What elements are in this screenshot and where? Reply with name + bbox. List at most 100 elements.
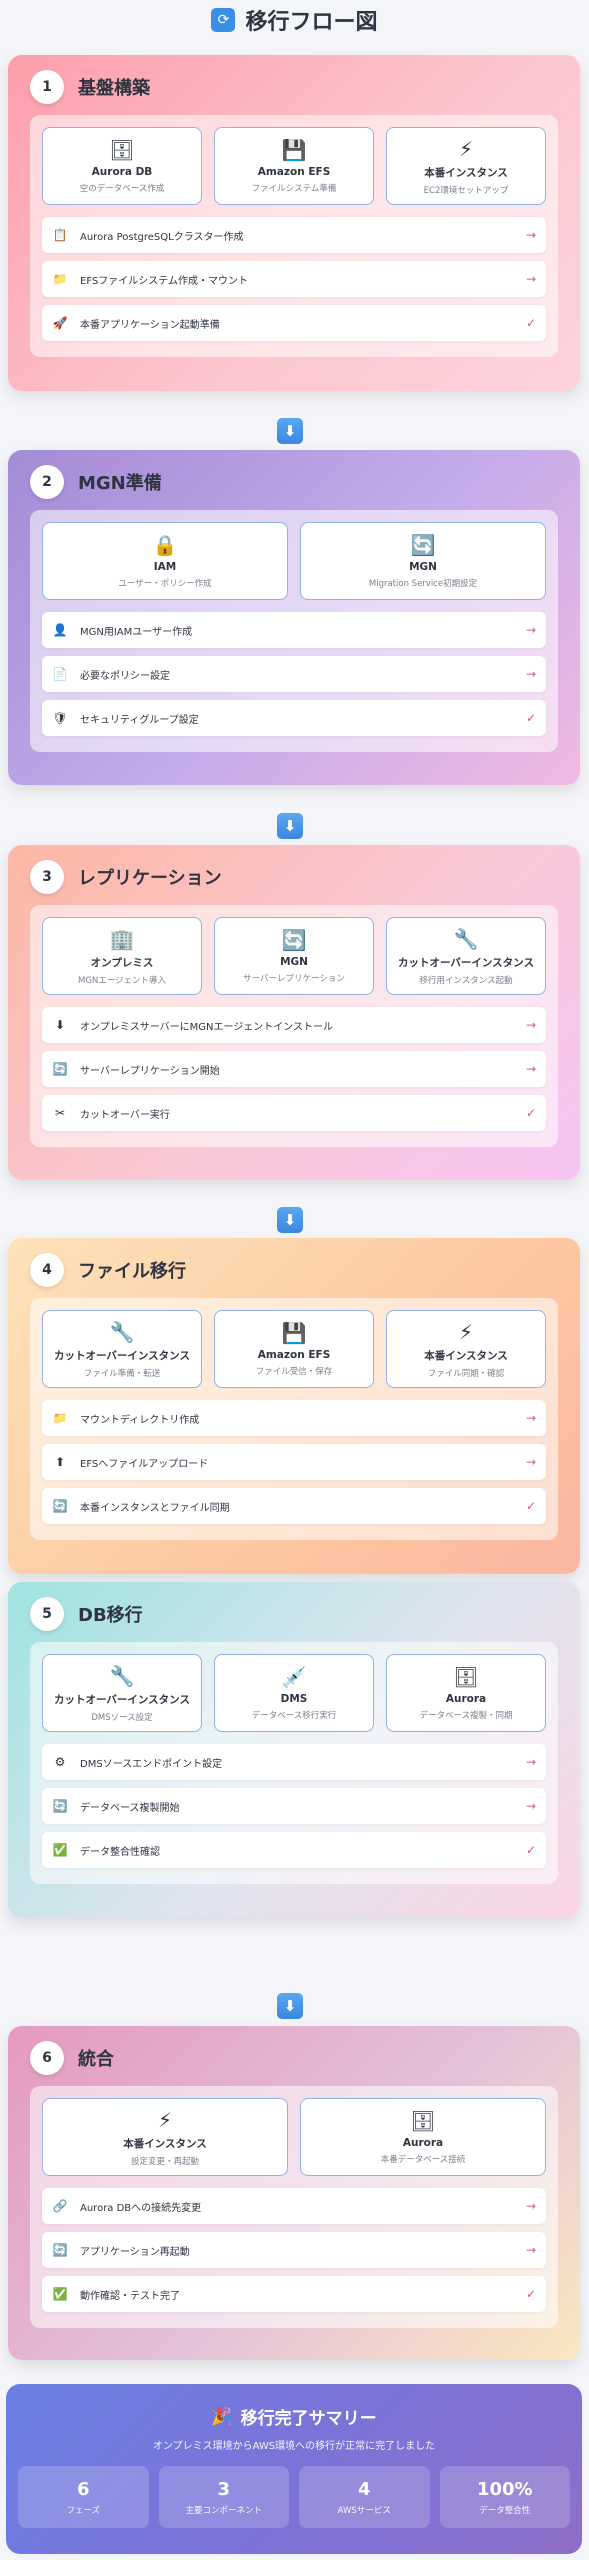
- stat-label: 主要コンポーネント: [185, 2505, 262, 2516]
- step-item: 🚀本番アプリケーション起動準備✓: [42, 305, 546, 341]
- component-name: Amazon EFS: [257, 1349, 331, 1361]
- component-name: カットオーバーインスタンス: [54, 1693, 190, 1706]
- clipboard-icon: 📋: [52, 228, 68, 242]
- arrow-right-icon: →: [525, 1455, 536, 1469]
- arrow-right-icon: →: [525, 1799, 536, 1813]
- step-label: 必要なポリシー設定: [80, 670, 170, 682]
- arrow-right-icon: →: [525, 228, 536, 242]
- component-name: Aurora DB: [91, 166, 153, 178]
- phase-number: 6: [30, 2041, 64, 2075]
- step-label: 動作確認・テスト完了: [80, 2290, 180, 2302]
- arrow-right-icon: →: [525, 623, 536, 637]
- arrow-right-icon: →: [525, 1755, 536, 1769]
- step-label: セキュリティグループ設定: [80, 714, 199, 726]
- component-description: 本番データベース接続: [380, 2155, 466, 2165]
- rocket-icon: 🚀: [52, 316, 68, 330]
- wrench-icon: 🔧: [453, 926, 479, 951]
- check-mark-icon: ✓: [525, 1843, 536, 1857]
- arrow-right-icon: →: [525, 1411, 536, 1425]
- component-name: 本番インスタンス: [123, 2137, 207, 2150]
- phase-title: DB移行: [78, 1605, 143, 1626]
- component-name: 本番インスタンス: [424, 166, 508, 179]
- refresh-icon: 🔄: [410, 533, 436, 557]
- step-label: 本番インスタンスとファイル同期: [80, 1502, 230, 1514]
- floppy-icon: 💾: [281, 1321, 307, 1345]
- component-name: カットオーバーインスタンス: [54, 1349, 190, 1362]
- arrow-right-icon: →: [525, 2243, 536, 2257]
- component-name: Amazon EFS: [257, 166, 331, 178]
- component-name: IAM: [153, 561, 177, 573]
- stat-aws-services: 4 AWSサービス: [299, 2466, 430, 2528]
- step-label: マウントディレクトリ作成: [80, 1414, 200, 1426]
- arrow-down-icon: ⬇: [277, 1207, 303, 1233]
- link-icon: 🔗: [52, 2199, 68, 2213]
- check-mark-icon: ✓: [525, 2287, 536, 2301]
- gear-icon: ⚙: [54, 1755, 66, 1769]
- phase-number: 3: [30, 860, 64, 894]
- refresh-icon: 🔄: [52, 1062, 68, 1076]
- phase-number: 2: [30, 465, 64, 499]
- download-icon: ⬇: [54, 1018, 66, 1032]
- component-description: ユーザー・ポリシー作成: [118, 579, 212, 589]
- upload-icon: ⬆: [54, 1455, 66, 1469]
- component-description: DMSソース設定: [91, 1712, 153, 1723]
- arrow-right-icon: →: [525, 1018, 536, 1032]
- stat-phases: 6 フェーズ: [18, 2466, 149, 2528]
- stat-label: AWSサービス: [337, 2505, 391, 2516]
- step-item: 🛡セキュリティグループ設定✓: [42, 700, 546, 736]
- step-item: ✅動作確認・テスト完了✓: [42, 2276, 546, 2312]
- check-mark-icon: ✓: [525, 1499, 536, 1513]
- document-icon: 📄: [52, 667, 68, 681]
- component-card: 🔒 IAM ユーザー・ポリシー作成: [42, 522, 288, 600]
- component-description: ファイル準備・転送: [83, 1368, 161, 1379]
- component-name: 本番インスタンス: [424, 1349, 508, 1362]
- component-description: データベース複製・同期: [419, 1711, 513, 1721]
- floppy-icon: 💾: [281, 138, 307, 162]
- syringe-icon: 💉: [281, 1665, 307, 1689]
- check-mark-icon: ✓: [525, 316, 536, 330]
- step-item: ⚙ DMSソースエンドポイント設定 →: [42, 1744, 546, 1780]
- step-label: カットオーバー実行: [80, 1109, 170, 1121]
- step-item: 📁EFSファイルシステム作成・マウント→: [42, 261, 546, 297]
- step-item: ⬇ オンプレミスサーバーにMGNエージェントインストール →: [42, 1007, 546, 1043]
- step-item: 📁マウントディレクトリ作成→: [42, 1400, 546, 1436]
- component-description: 移行用インスタンス起動: [419, 975, 513, 986]
- refresh-icon: 🔄: [281, 928, 307, 952]
- phase-title: MGN準備: [78, 473, 162, 494]
- user-icon: 👤: [52, 623, 68, 637]
- step-item: 🔄アプリケーション再起動→: [42, 2232, 546, 2268]
- step-label: オンプレミスサーバーにMGNエージェントインストール: [80, 1021, 334, 1033]
- database-icon: 🗄: [410, 2109, 436, 2133]
- refresh-icon: ⟳: [211, 8, 236, 32]
- phase-title: レプリケーション: [78, 868, 222, 889]
- component-description: ファイル同期・確認: [427, 1368, 505, 1379]
- step-label: DMSソースエンドポイント設定: [80, 1758, 223, 1770]
- database-icon: 🗄: [453, 1665, 479, 1689]
- lock-icon: 🔒: [152, 533, 178, 557]
- refresh-icon: 🔄: [52, 2243, 68, 2257]
- lightning-icon: ⚡: [458, 1319, 474, 1344]
- arrow-right-icon: →: [525, 667, 536, 681]
- step-item: 📋Aurora PostgreSQLクラスター作成→: [42, 217, 546, 253]
- phase-title: 基盤構築: [78, 78, 150, 99]
- component-name: Aurora: [402, 2137, 444, 2149]
- page-title: 移行フロー図: [245, 10, 378, 35]
- scissors-icon: ✂: [54, 1106, 66, 1120]
- component-name: Aurora: [445, 1693, 487, 1705]
- shield-icon: 🛡: [52, 711, 68, 725]
